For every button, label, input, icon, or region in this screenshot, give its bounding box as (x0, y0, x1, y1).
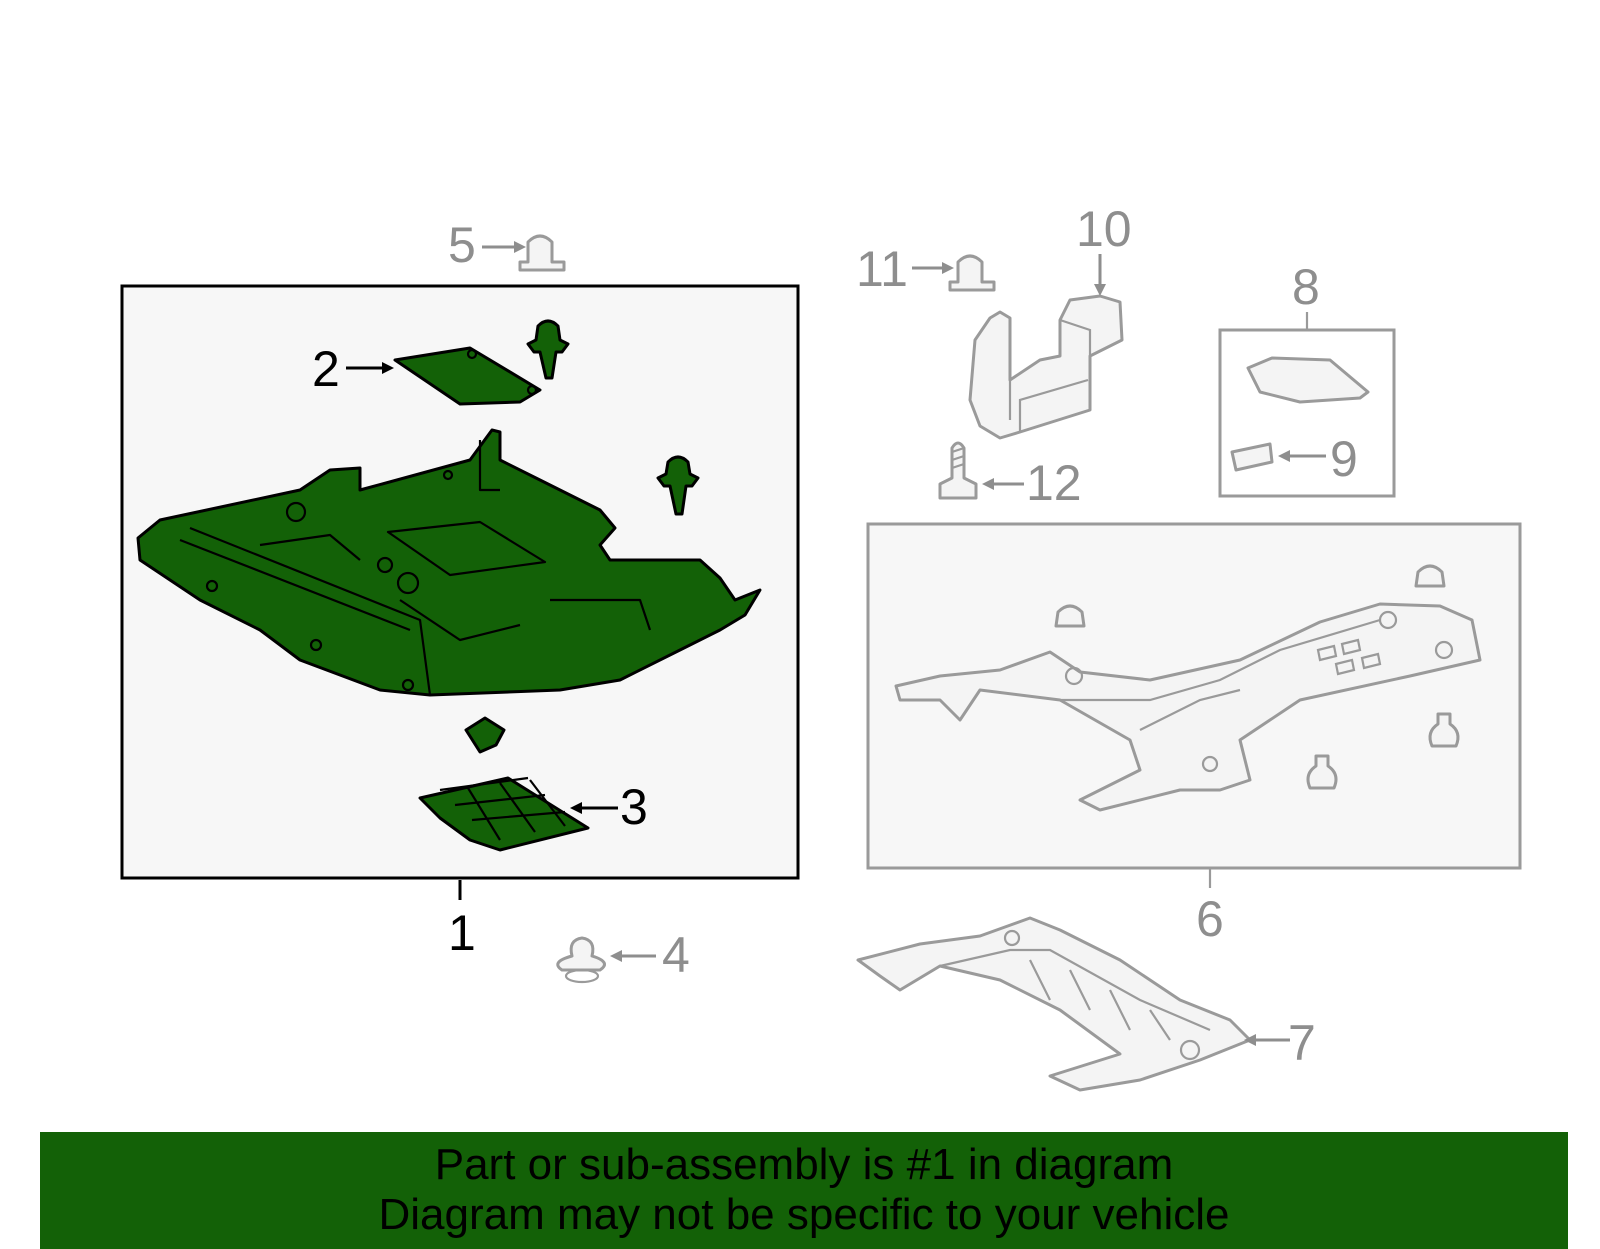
bolt-icon (1306, 754, 1338, 790)
callout-9: 9 (1330, 431, 1358, 487)
service-panel-part-3[interactable] (418, 776, 590, 852)
callout-7: 7 (1288, 1015, 1316, 1071)
callout-11: 11 (856, 241, 908, 297)
under-cover-part-6 (894, 602, 1482, 812)
callout-12: 12 (1026, 455, 1082, 511)
grommet-icon (1054, 604, 1086, 628)
cover-part-8 (1246, 356, 1370, 404)
callout-1: 1 (448, 905, 476, 961)
clip-part-11-icon (948, 254, 996, 292)
callout-8: 8 (1292, 259, 1320, 315)
bracket-part-10 (968, 294, 1124, 440)
spacer-part-9 (1230, 442, 1274, 472)
push-clip-icon (656, 455, 700, 516)
shield-part-7 (856, 916, 1252, 1092)
assembly-box-8 (1218, 328, 1396, 498)
footer-line-1: Part or sub-assembly is #1 in diagram (434, 1140, 1174, 1189)
access-cover-part-2[interactable] (393, 346, 542, 406)
clip-part-5-icon (518, 234, 566, 272)
callout-2: 2 (312, 341, 340, 397)
footer-banner: Part or sub-assembly is #1 in diagram Di… (40, 1132, 1568, 1249)
callout-5: 5 (448, 217, 476, 273)
grommet-icon (1414, 564, 1446, 588)
grommet-part-4-icon (556, 936, 606, 984)
callout-6: 6 (1196, 891, 1224, 947)
bolt-icon (1428, 712, 1460, 748)
bolt-part-12-icon (938, 441, 978, 500)
bracket-piece (464, 716, 506, 754)
callout-10: 10 (1076, 201, 1132, 257)
callout-3: 3 (620, 779, 648, 835)
callout-4: 4 (662, 927, 690, 983)
footer-line-2: Diagram may not be specific to your vehi… (378, 1190, 1230, 1239)
engine-under-cover-part-1[interactable] (136, 428, 762, 697)
push-clip-icon (526, 319, 570, 380)
